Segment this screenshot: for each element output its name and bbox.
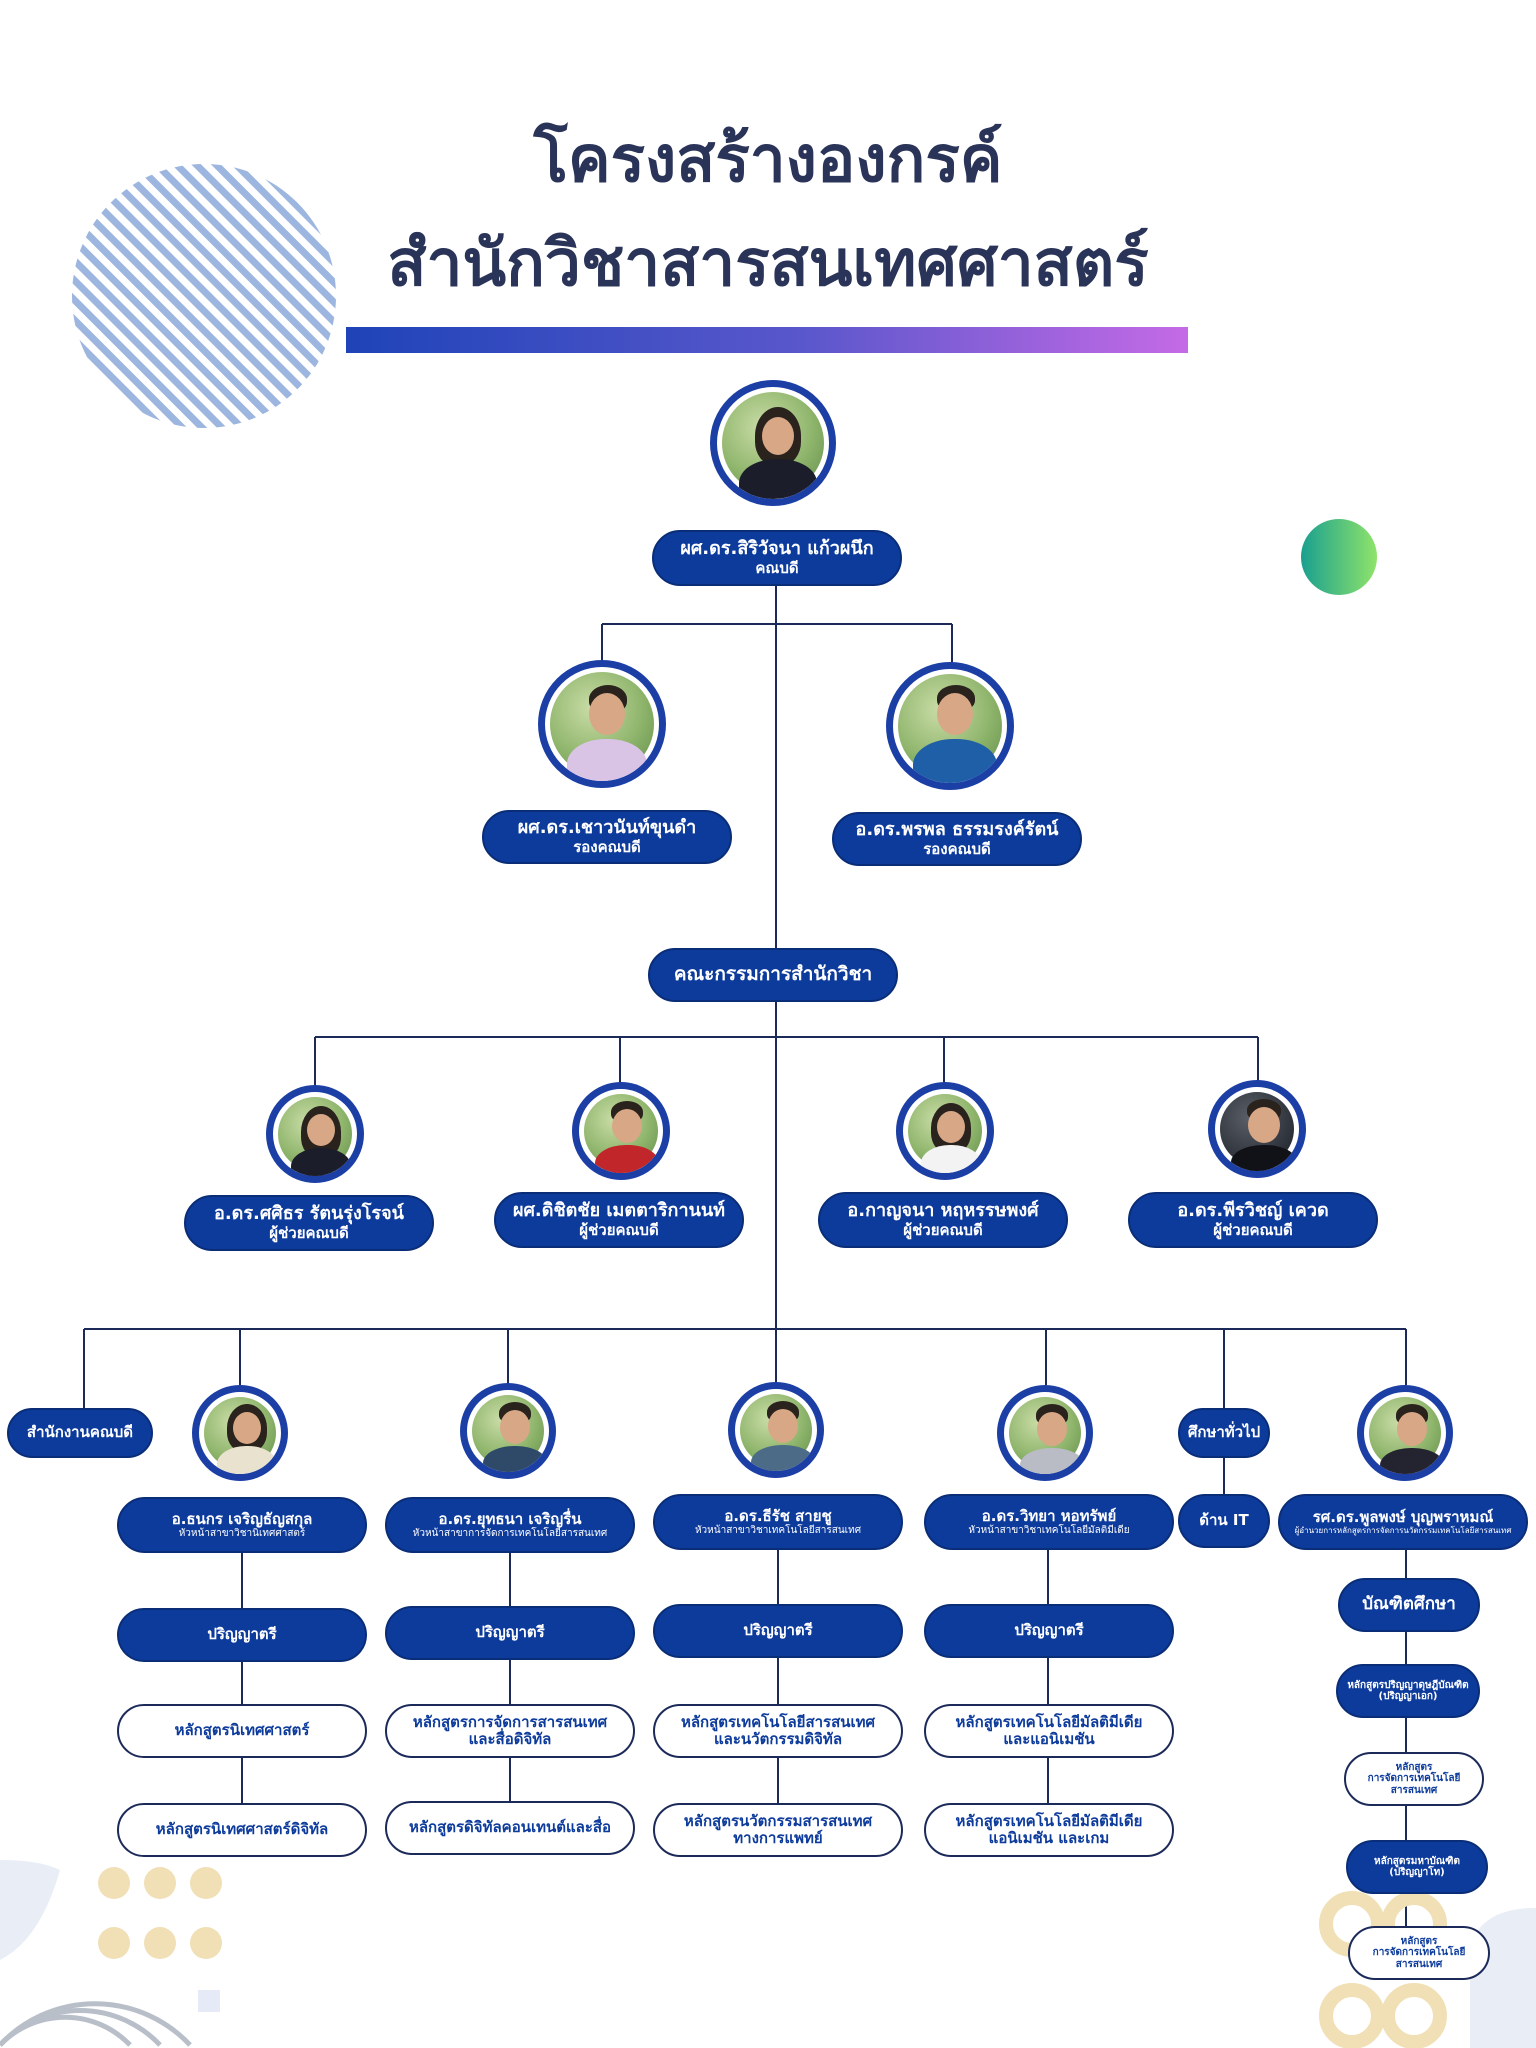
dept-2-program-2-text: หลักสูตรดิจิทัลคอนเทนต์และสื่อ [408, 1818, 612, 1837]
dept-3-name: อ.ดร.ธีรัช สายชู [724, 1506, 832, 1525]
general-education-text: ศึกษาทั่วไป [1187, 1423, 1261, 1442]
graduate-level: บัณฑิตศึกษา [1338, 1578, 1480, 1632]
dept-4-name: อ.ดร.วิทยา หอทรัพย์ [981, 1506, 1117, 1525]
committee-label: คณะกรรมการสำนักวิชา [648, 948, 898, 1002]
bottom-left-decoration [0, 1860, 222, 2047]
dept-2-role: หัวหน้าสาขาการจัดการเทคโนโลยีสารสนเทศ [412, 1527, 608, 1539]
dept-1-head-label: อ.ธนกร เจริญธัญสกุล หัวหน้าสาขาวิชานิเทศ… [117, 1497, 367, 1553]
dept-4-level-text: ปริญญาตรี [1014, 1621, 1084, 1640]
dean-name: ผศ.ดร.สิริวัจนา แก้วผนึก [680, 538, 874, 560]
page-title-line2: สำนักวิชาสารสนเทศศาสตร์ [387, 227, 1149, 301]
dept-2-photo [460, 1383, 556, 1479]
dept-4-head-label: อ.ดร.วิทยา หอทรัพย์ หัวหน้าสาขาวิชาเทคโน… [924, 1494, 1174, 1550]
dept-2-program-1-text: หลักสูตรการจัดการสารสนเทศ และสื่อดิจิทัล [412, 1712, 608, 1748]
deputy-1-role: รองคณบดี [573, 837, 641, 856]
dept-1-photo [192, 1385, 288, 1481]
general-education-label: ศึกษาทั่วไป [1178, 1408, 1270, 1458]
dept-1-program-2: หลักสูตรนิเทศศาสตร์ดิจิทัล [117, 1803, 367, 1857]
assistant-1-role: ผู้ช่วยคณบดี [269, 1223, 349, 1242]
dept-3-program-1-text: หลักสูตรเทคโนโลยีสารสนเทศ และนวัตกรรมดิจ… [680, 1712, 876, 1748]
dept-4-photo [997, 1385, 1093, 1481]
dept-3-head-label: อ.ดร.ธีรัช สายชู หัวหน้าสาขาวิชาเทคโนโลย… [653, 1494, 903, 1550]
general-it-text: ด้าน IT [1199, 1511, 1249, 1530]
dept-4-program-1-text: หลักสูตรเทคโนโลยีมัลติมีเดีย และแอนิเมชั… [955, 1712, 1143, 1748]
graduate-program-1-text: หลักสูตรปริญญาดุษฎีบัณฑิต (ปริญญาเอก) [1347, 1679, 1469, 1703]
assistant-3-role: ผู้ช่วยคณบดี [903, 1220, 983, 1239]
graduate-program-3: หลักสูตรมหาบัณฑิต (ปริญญาโท) [1346, 1840, 1488, 1894]
dept-1-program-1-text: หลักสูตรนิเทศศาสตร์ [174, 1721, 310, 1740]
deputy-2-photo [886, 662, 1014, 790]
graduate-program-3-text: หลักสูตรมหาบัณฑิต (ปริญญาโท) [1374, 1855, 1460, 1879]
dept-4-program-2-text: หลักสูตรเทคโนโลยีมัลติมีเดีย แอนิเมชัน แ… [955, 1811, 1143, 1847]
deputy-1-photo [538, 660, 666, 788]
dept-2-program-2: หลักสูตรดิจิทัลคอนเทนต์และสื่อ [385, 1801, 635, 1855]
dept-1-level: ปริญญาตรี [117, 1608, 367, 1662]
deputy-1-label: ผศ.ดร.เชาวนันท์ขุนดำ รองคณบดี [482, 810, 732, 864]
dept-2-level: ปริญญาตรี [385, 1606, 635, 1660]
graduate-program-2-text: หลักสูตร การจัดการเทคโนโลยีสารสนเทศ [1367, 1761, 1461, 1796]
dept-2-program-1: หลักสูตรการจัดการสารสนเทศ และสื่อดิจิทัล [385, 1704, 635, 1758]
assistant-3-photo [896, 1082, 994, 1180]
dept-3-role: หัวหน้าสาขาวิชาเทคโนโลยีสารสนเทศ [694, 1524, 862, 1536]
dept-1-program-2-text: หลักสูตรนิเทศศาสตร์ดิจิทัล [155, 1820, 329, 1839]
assistant-3-name: อ.กาญจนา หฤหรรษพงศ์ [847, 1200, 1039, 1222]
graduate-head-label: รศ.ดร.พูลพงษ์ บุญพราหมณ์ ผู้อำนวยการหลัก… [1278, 1494, 1528, 1550]
graduate-head-name: รศ.ดร.พูลพงษ์ บุญพราหมณ์ [1312, 1507, 1494, 1526]
office-label: สำนักงานคณบดี [7, 1408, 153, 1458]
dept-3-program-1: หลักสูตรเทคโนโลยีสารสนเทศ และนวัตกรรมดิจ… [653, 1704, 903, 1758]
title-underline-bar [346, 327, 1188, 353]
assistant-2-photo [572, 1082, 670, 1180]
dept-2-head-label: อ.ดร.ยุทธนา เจริญรื่น หัวหน้าสาขาการจัดก… [385, 1497, 635, 1553]
assistant-2-name: ผศ.ดิชิตชัย เมตตาริกานนท์ [512, 1200, 726, 1222]
dept-4-role: หัวหน้าสาขาวิชาเทคโนโลยีมัลติมีเดีย [968, 1524, 1130, 1536]
assistant-1-photo [266, 1085, 364, 1183]
dept-3-program-2: หลักสูตรนวัตกรรมสารสนเทศ ทางการแพทย์ [653, 1803, 903, 1857]
assistant-1-name: อ.ดร.ศศิธร รัตนรุ่งโรจน์ [214, 1203, 404, 1225]
assistant-2-label: ผศ.ดิชิตชัย เมตตาริกานนท์ ผู้ช่วยคณบดี [494, 1192, 744, 1248]
dept-1-name: อ.ธนกร เจริญธัญสกุล [171, 1509, 313, 1528]
deputy-2-name: อ.ดร.พรพล ธรรมรงค์รัตน์ [855, 819, 1059, 841]
graduate-head-role: ผู้อำนวยการหลักสูตรการจัดการนวัตกรรมเทคโ… [1294, 1526, 1512, 1536]
dept-3-level: ปริญญาตรี [653, 1604, 903, 1658]
graduate-head-photo [1357, 1385, 1453, 1481]
assistant-1-label: อ.ดร.ศศิธร รัตนรุ่งโรจน์ ผู้ช่วยคณบดี [184, 1195, 434, 1251]
dept-4-level: ปริญญาตรี [924, 1604, 1174, 1658]
graduate-program-4: หลักสูตร การจัดการเทคโนโลยีสารสนเทศ [1348, 1926, 1490, 1980]
general-it-label: ด้าน IT [1178, 1494, 1270, 1548]
assistant-4-photo [1208, 1080, 1306, 1178]
dean-photo [710, 380, 836, 506]
committee-text: คณะกรรมการสำนักวิชา [673, 963, 873, 986]
deputy-1-name: ผศ.ดร.เชาวนันท์ขุนดำ [517, 817, 697, 839]
graduate-program-1: หลักสูตรปริญญาดุษฎีบัณฑิต (ปริญญาเอก) [1336, 1664, 1480, 1718]
assistant-4-label: อ.ดร.พีรวิชญ์ เควด ผู้ช่วยคณบดี [1128, 1192, 1378, 1248]
assistant-4-role: ผู้ช่วยคณบดี [1213, 1220, 1293, 1239]
dept-4-program-1: หลักสูตรเทคโนโลยีมัลติมีเดีย และแอนิเมชั… [924, 1704, 1174, 1758]
assistant-3-label: อ.กาญจนา หฤหรรษพงศ์ ผู้ช่วยคณบดี [818, 1192, 1068, 1248]
deputy-2-role: รองคณบดี [923, 839, 991, 858]
graduate-program-4-text: หลักสูตร การจัดการเทคโนโลยีสารสนเทศ [1372, 1935, 1466, 1970]
dean-role: คณบดี [755, 558, 799, 577]
striped-circle-decoration [72, 164, 336, 428]
assistant-2-role: ผู้ช่วยคณบดี [579, 1220, 659, 1239]
graduate-level-text: บัณฑิตศึกษา [1362, 1594, 1456, 1615]
deputy-2-label: อ.ดร.พรพล ธรรมรงค์รัตน์ รองคณบดี [832, 812, 1082, 866]
gradient-dot-decoration [1301, 519, 1377, 595]
dean-label: ผศ.ดร.สิริวัจนา แก้วผนึก คณบดี [652, 530, 902, 586]
dept-1-level-text: ปริญญาตรี [207, 1625, 277, 1644]
dept-1-role: หัวหน้าสาขาวิชานิเทศศาสตร์ [178, 1527, 306, 1539]
assistant-4-name: อ.ดร.พีรวิชญ์ เควด [1177, 1200, 1329, 1222]
dept-1-program-1: หลักสูตรนิเทศศาสตร์ [117, 1704, 367, 1758]
dept-2-level-text: ปริญญาตรี [475, 1623, 545, 1642]
office-text: สำนักงานคณบดี [26, 1423, 134, 1442]
dept-3-program-2-text: หลักสูตรนวัตกรรมสารสนเทศ ทางการแพทย์ [683, 1811, 873, 1847]
dept-4-program-2: หลักสูตรเทคโนโลยีมัลติมีเดีย แอนิเมชัน แ… [924, 1803, 1174, 1857]
dept-2-name: อ.ดร.ยุทธนา เจริญรื่น [438, 1509, 582, 1528]
page-title-line1: โครงสร้างองกรค์ [533, 123, 1003, 197]
dept-3-photo [728, 1382, 824, 1478]
graduate-program-2: หลักสูตร การจัดการเทคโนโลยีสารสนเทศ [1344, 1752, 1484, 1806]
dept-3-level-text: ปริญญาตรี [743, 1621, 813, 1640]
